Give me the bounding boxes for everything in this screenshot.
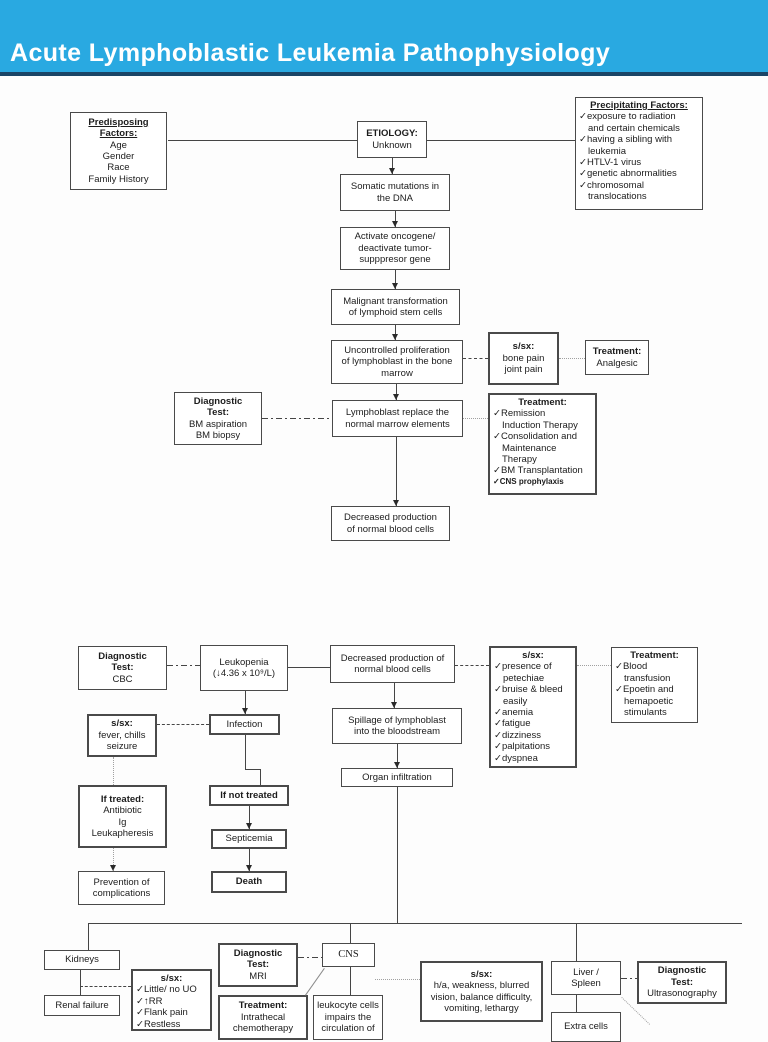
flow-line: [395, 270, 397, 289]
flow-line: [455, 665, 489, 666]
flow-line: [396, 384, 398, 400]
renal-failure-box: Renal failure: [44, 995, 120, 1016]
flow-line: [80, 970, 82, 995]
treatment-analgesic-box: Treatment:Analgesic: [585, 340, 649, 375]
flow-line: [245, 769, 261, 771]
flow-line: [576, 923, 578, 961]
ssx-kidney-box: s/sx:✓Little/ no UO✓↑RR✓Flank pain✓Restl…: [131, 969, 212, 1031]
arrowhead-down: [245, 823, 252, 829]
flow-line: [577, 665, 611, 666]
flow-line: [375, 979, 420, 980]
flow-line: [113, 757, 114, 785]
flow-line: [249, 849, 251, 871]
organ-infiltration-box: Organ infiltration: [341, 768, 453, 787]
flow-line: [397, 744, 399, 768]
etiology-box: ETIOLOGY:Unknown: [357, 121, 427, 158]
arrowhead-down: [241, 708, 248, 714]
arrowhead-down: [391, 283, 398, 289]
extra-cells-box: Extra cells: [551, 1012, 621, 1042]
flow-line: [88, 923, 742, 925]
treatment-remission-box: Treatment:✓Remission Induction Therapy✓C…: [488, 393, 597, 495]
flow-line: [395, 325, 397, 340]
flow-line: [288, 667, 330, 669]
flow-line: [396, 437, 398, 506]
treatment-transfusion-box: Treatment:✓Blood transfusion✓Epoetin and…: [611, 647, 698, 723]
ssx-petechiae-box: s/sx:✓presence of petechiae✓bruise & ble…: [489, 646, 577, 768]
flow-line: [88, 923, 90, 950]
kidneys-box: Kidneys: [44, 950, 120, 970]
flow-line: [305, 968, 325, 996]
flow-line: [394, 683, 396, 708]
cns-box: CNS: [322, 943, 375, 967]
flow-line: [167, 665, 200, 667]
flow-line: [249, 806, 251, 829]
flow-line: [245, 735, 247, 770]
flow-line: [463, 358, 488, 359]
flow-line: [395, 211, 397, 227]
liver-spleen-box: Liver /Spleen: [551, 961, 621, 995]
flow-line: [260, 769, 262, 785]
flow-line: [168, 140, 357, 142]
arrowhead-down: [390, 702, 397, 708]
flow-line: [463, 418, 488, 419]
precipitating-factors-box: Precipitating Factors:✓exposure to radia…: [575, 97, 703, 210]
flow-line: [350, 967, 352, 995]
flow-line: [392, 158, 394, 174]
flow-line: [298, 957, 322, 959]
death-box: Death: [211, 871, 287, 893]
arrowhead-down: [392, 394, 399, 400]
arrowhead-down: [392, 500, 399, 506]
arrowhead-down: [391, 221, 398, 227]
flow-line: [427, 140, 575, 142]
title-bar: Acute Lymphoblastic Leukemia Pathophysio…: [0, 0, 768, 76]
septicemia-box: Septicemia: [211, 829, 287, 849]
arrowhead-down: [109, 865, 116, 871]
flow-line: [621, 978, 637, 980]
flow-line: [80, 986, 131, 987]
flow-line: [262, 418, 332, 420]
leukopenia-box: Leukopenia(↓4.36 x 10⁹/L): [200, 645, 288, 691]
arrowhead-down: [245, 865, 252, 871]
arrowhead-down: [391, 334, 398, 340]
arrowhead-down: [393, 762, 400, 768]
flow-line: [559, 358, 585, 359]
page-title: Acute Lymphoblastic Leukemia Pathophysio…: [10, 39, 611, 67]
flow-line: [576, 995, 578, 1012]
flow-line: [245, 691, 247, 714]
activate-oncogene-box: Activate oncogene/deactivate tumor-suppp…: [340, 227, 450, 270]
arrowhead-down: [388, 168, 395, 174]
flow-line: [157, 724, 209, 725]
flow-line: [113, 848, 114, 871]
flow-line: [397, 787, 399, 923]
infection-box: Infection: [209, 714, 280, 735]
if-not-treated-box: If not treated: [209, 785, 289, 806]
flow-line: [350, 923, 352, 943]
